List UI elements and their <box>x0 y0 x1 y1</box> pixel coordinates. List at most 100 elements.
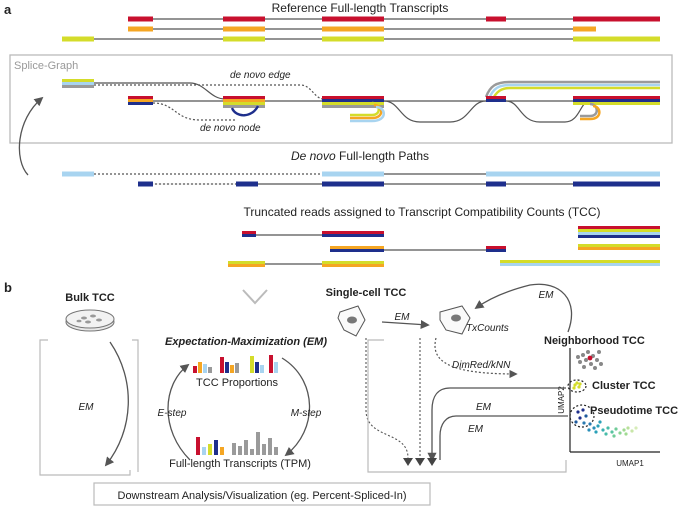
read-exon <box>228 264 265 267</box>
truncated-title: Truncated reads assigned to Transcript C… <box>243 205 600 219</box>
graph-node <box>223 99 265 102</box>
tx-counts-label: TxCounts <box>466 323 509 334</box>
ref-transcript-1-exon <box>322 16 384 22</box>
graph-edge-bundle <box>350 101 380 117</box>
bar <box>238 446 242 455</box>
graph-node <box>322 99 384 102</box>
graph-node <box>322 102 384 105</box>
graph-loop <box>383 100 487 123</box>
chevron-down-icon <box>242 289 268 305</box>
em-top-right-arrow <box>474 283 573 333</box>
umap2-label: UMAP2 <box>557 386 566 414</box>
ref-transcript-3-exon <box>62 36 94 42</box>
read-exon <box>486 249 506 252</box>
em-cluster-arrow <box>427 387 566 462</box>
ref-transcript-2-exon <box>128 26 153 32</box>
bar <box>250 449 254 455</box>
ref-transcript-3-exon <box>223 36 265 42</box>
read-exon <box>322 234 384 237</box>
bar <box>269 355 273 373</box>
pseudotime-highlight <box>569 404 595 428</box>
graph-node <box>62 82 94 85</box>
path-2-exon <box>573 181 660 187</box>
bar <box>235 363 239 373</box>
read-exon <box>578 229 660 232</box>
e-step-label: E-step <box>158 408 187 419</box>
bar <box>203 364 207 373</box>
e-step-arrow <box>167 363 191 461</box>
full-length-tpm-label: Full-length Transcripts (TPM) <box>169 458 311 470</box>
bulk-bracket-right <box>132 339 139 472</box>
pseudotime-points <box>574 408 638 438</box>
bar <box>262 444 266 455</box>
em-sc-arrow <box>381 319 430 330</box>
neighborhood-cluster <box>576 350 603 370</box>
graph-node <box>322 105 384 108</box>
bar <box>232 443 236 455</box>
bar <box>208 367 212 373</box>
reference-title: Reference Full-length Transcripts <box>272 1 449 15</box>
de-novo-node-curve <box>230 105 260 117</box>
neighborhood-tcc-label: Neighborhood TCC <box>544 335 645 347</box>
graph-edge-bundle <box>580 104 601 121</box>
graph-node <box>223 102 265 105</box>
graph-node <box>128 96 153 99</box>
de-novo-node-label: de novo node <box>200 123 261 134</box>
cluster-highlight <box>567 379 587 393</box>
feedback-arrow <box>18 96 44 176</box>
bar <box>208 444 212 455</box>
single-cell-tcc-label: Single-cell TCC <box>326 287 407 299</box>
bar <box>214 440 218 455</box>
em-bulk-label: EM <box>79 402 95 413</box>
bar <box>260 365 264 373</box>
read-exon <box>486 246 506 249</box>
em-pseudo-arrow <box>439 415 568 460</box>
paths-title-italic: De novo <box>291 149 336 163</box>
umap-plot: UMAP1 UMAP2 Neighborhood TCC Cluster TCC <box>544 335 678 468</box>
graph-node <box>223 105 265 108</box>
bar <box>255 362 259 373</box>
read-exon <box>578 247 660 250</box>
m-step-arrow <box>281 357 311 457</box>
reference-transcripts <box>62 16 660 42</box>
downstream-label: Downstream Analysis/Visualization (eg. P… <box>118 490 407 502</box>
bar <box>193 366 197 373</box>
graph-node <box>573 99 660 102</box>
splice-graph: de novo edge de novo node <box>62 70 660 134</box>
bulk-em-arrow <box>104 341 129 467</box>
panel-b-letter: b <box>4 280 12 295</box>
read-exon <box>330 246 384 249</box>
graph-edge-bundle <box>350 103 383 120</box>
path-2-exon <box>322 181 384 187</box>
dimred-knn-label: DimRed/kNN <box>452 360 511 371</box>
bar <box>244 440 248 455</box>
read-exon <box>322 261 384 264</box>
tpm-bars <box>196 432 278 455</box>
graph-edge-bundle <box>350 105 385 123</box>
ref-transcript-2-exon <box>573 26 596 32</box>
bar <box>198 362 202 373</box>
ref-transcript-1-exon <box>128 16 153 22</box>
downstream-box <box>93 482 431 506</box>
down-arrows <box>403 458 437 466</box>
bar <box>274 362 278 373</box>
graph-node <box>486 99 506 102</box>
ref-transcript-2-exon <box>322 26 384 32</box>
tcc-proportions-label: TCC Proportions <box>196 377 278 389</box>
graph-edge-bundle <box>580 102 598 118</box>
path-2-exon <box>138 181 153 187</box>
em-title: Expectation-Maximization (EM) <box>165 336 327 348</box>
read-exon <box>228 261 265 264</box>
graph-node <box>62 79 94 82</box>
graph-node <box>128 99 153 102</box>
bar <box>230 365 234 373</box>
de-novo-paths <box>62 171 660 187</box>
tcc-proportions-bars <box>193 355 278 373</box>
truncated-reads <box>228 226 660 267</box>
bar <box>225 362 229 373</box>
paths-title-rest: Full-length Paths <box>336 149 429 163</box>
read-exon <box>500 260 660 263</box>
sc-dotted-drop <box>365 338 409 459</box>
read-exon <box>500 263 660 266</box>
